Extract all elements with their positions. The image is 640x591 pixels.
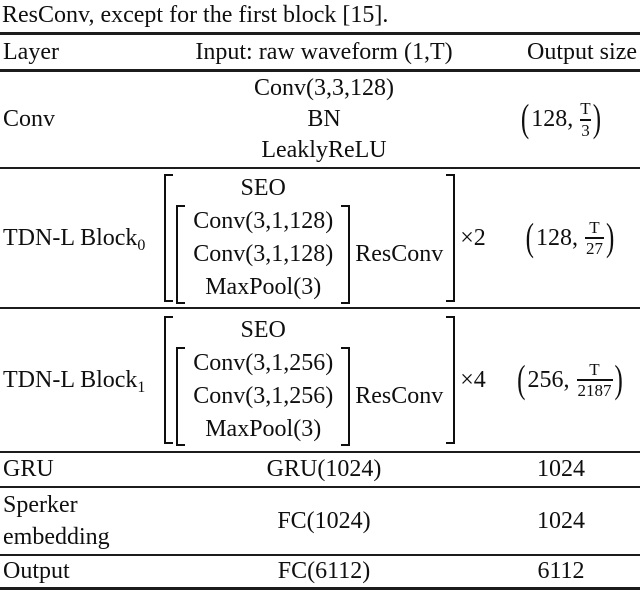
- paren-close: ): [614, 359, 623, 401]
- output-size-expression: ( 128, T 27 ): [526, 218, 615, 258]
- table-row-conv: Conv Conv(3,3,128) BN LeaklyReLU ( 128, …: [0, 72, 640, 167]
- inner-ops-stack: Conv(3,1,128) Conv(3,1,128) MaxPool(3): [185, 205, 341, 304]
- conv-ops-stack: Conv(3,3,128) BN LeaklyReLU: [254, 73, 394, 166]
- fraction: T 3: [580, 99, 591, 140]
- row-separator-rule: [0, 307, 640, 309]
- output-dim: 256,: [527, 366, 570, 393]
- seo-label: SEO: [240, 175, 286, 201]
- fraction-denominator: 3: [580, 118, 591, 140]
- paren-open: (: [517, 359, 526, 401]
- output-size-cell: 1024: [537, 456, 585, 482]
- matrix-bracket-left-icon: [176, 347, 186, 446]
- layer-label: GRU: [3, 456, 54, 482]
- op-cell: FC(1024): [277, 507, 371, 534]
- layer-name: TDN-L Block: [3, 366, 138, 393]
- conv-ops-cell: Conv(3,3,128) BN LeaklyReLU: [166, 73, 482, 166]
- conv-op: Conv(3,3,128): [254, 75, 394, 101]
- inner-ops-stack: Conv(3,1,256) Conv(3,1,256) MaxPool(3): [185, 347, 341, 446]
- row-separator-rule: [0, 486, 640, 488]
- table-row-output: Output FC(6112) 6112: [0, 556, 640, 587]
- matrix-bracket-right-icon: [341, 205, 351, 304]
- conv-op: LeaklyReLU: [261, 137, 387, 163]
- fraction-denominator: 2187: [576, 379, 613, 400]
- row-separator-rule: [0, 451, 640, 453]
- repeat-multiplier: ×2: [460, 224, 486, 251]
- inner-op: MaxPool(3): [205, 416, 322, 442]
- paren-open: (: [525, 217, 534, 259]
- block-expression-cell: SEO Conv(3,1,128) Conv(3,1,128) MaxPool(…: [150, 172, 500, 304]
- block-grid: SEO Conv(3,1,256) Conv(3,1,256) MaxPool(…: [173, 314, 446, 446]
- output-dim: 128,: [531, 106, 574, 132]
- layer-label: Sperker embedding: [3, 492, 110, 550]
- output-size-cell: 6112: [537, 558, 585, 584]
- table-top-rule: [0, 32, 640, 35]
- inner-op: Conv(3,1,256): [193, 383, 334, 409]
- block-expression: SEO Conv(3,1,128) Conv(3,1,128) MaxPool(…: [164, 172, 486, 304]
- inner-matrix: Conv(3,1,128) Conv(3,1,128) MaxPool(3): [176, 205, 351, 304]
- header-separator-rule: [0, 69, 640, 72]
- layer-subscript: 0: [137, 236, 146, 254]
- header-output-size: Output size: [527, 38, 637, 65]
- inner-op: MaxPool(3): [205, 274, 322, 300]
- layer-label: Output: [3, 558, 70, 584]
- inner-op: Conv(3,1,128): [193, 241, 334, 267]
- header-input: Input: raw waveform (1,T): [195, 38, 453, 65]
- table-row-gru: GRU GRU(1024) 1024: [0, 453, 640, 486]
- fraction: T 2187: [576, 359, 613, 400]
- paren-close: ): [592, 98, 602, 141]
- matrix-bracket-right-icon: [341, 347, 351, 446]
- fraction-denominator: 27: [585, 237, 604, 258]
- table-bottom-rule: [0, 587, 640, 590]
- layer-subscript: 1: [137, 378, 146, 396]
- seo-label: SEO: [240, 317, 286, 343]
- block-expression-cell: SEO Conv(3,1,256) Conv(3,1,256) MaxPool(…: [150, 314, 500, 446]
- layer-label: TDN-L Block0: [0, 224, 150, 254]
- caption-text: ResConv, except for the first block [15]…: [2, 2, 389, 28]
- resconv-label: ResConv: [355, 241, 444, 267]
- matrix-bracket-right-icon: [446, 316, 456, 444]
- output-size-expression: ( 128, T 3 ): [521, 99, 601, 139]
- table-row-tdnl-block0: TDN-L Block0 SEO Conv(3,1,128) Conv(3,1,…: [0, 169, 640, 307]
- output-size-cell: ( 128, T 3 ): [482, 99, 640, 139]
- matrix-bracket-left-icon: [176, 205, 186, 304]
- header-layer: Layer: [3, 38, 59, 65]
- fraction-numerator: T: [580, 99, 591, 119]
- block-expression: SEO Conv(3,1,256) Conv(3,1,256) MaxPool(…: [164, 314, 486, 446]
- matrix-bracket-left-icon: [164, 316, 174, 444]
- op-cell: GRU(1024): [266, 456, 382, 482]
- layer-name: TDN-L Block: [3, 224, 138, 251]
- row-separator-rule: [0, 554, 640, 556]
- fraction: T 27: [585, 218, 604, 258]
- inner-op: Conv(3,1,256): [193, 350, 334, 376]
- matrix-bracket-right-icon: [446, 174, 456, 302]
- conv-op: BN: [307, 106, 341, 132]
- op-cell: FC(6112): [277, 558, 371, 584]
- table-row-speaker-embedding: Sperker embedding FC(1024) 1024: [0, 488, 640, 554]
- table-header-row: Layer Input: raw waveform (1,T) Output s…: [0, 35, 640, 69]
- layer-label: Conv: [3, 106, 56, 132]
- output-size-cell: ( 256, T 2187 ): [500, 360, 640, 400]
- paren-close: ): [606, 217, 615, 259]
- repeat-multiplier: ×4: [460, 366, 486, 393]
- table-row-tdnl-block1: TDN-L Block1 SEO Conv(3,1,256) Conv(3,1,…: [0, 309, 640, 451]
- output-dim: 128,: [536, 224, 578, 251]
- row-separator-rule: [0, 167, 640, 169]
- layer-label: TDN-L Block1: [0, 366, 150, 396]
- inner-matrix: Conv(3,1,256) Conv(3,1,256) MaxPool(3): [176, 347, 351, 446]
- output-size-cell: 1024: [537, 507, 585, 534]
- fraction-numerator: T: [589, 217, 600, 237]
- fraction-numerator: T: [589, 359, 600, 379]
- output-size-expression: ( 256, T 2187 ): [517, 360, 623, 400]
- paren-open: (: [520, 98, 530, 141]
- output-size-cell: ( 128, T 27 ): [500, 218, 640, 258]
- inner-op: Conv(3,1,128): [193, 208, 334, 234]
- matrix-bracket-left-icon: [164, 174, 174, 302]
- resconv-label: ResConv: [355, 383, 444, 409]
- block-grid: SEO Conv(3,1,128) Conv(3,1,128) MaxPool(…: [173, 172, 446, 304]
